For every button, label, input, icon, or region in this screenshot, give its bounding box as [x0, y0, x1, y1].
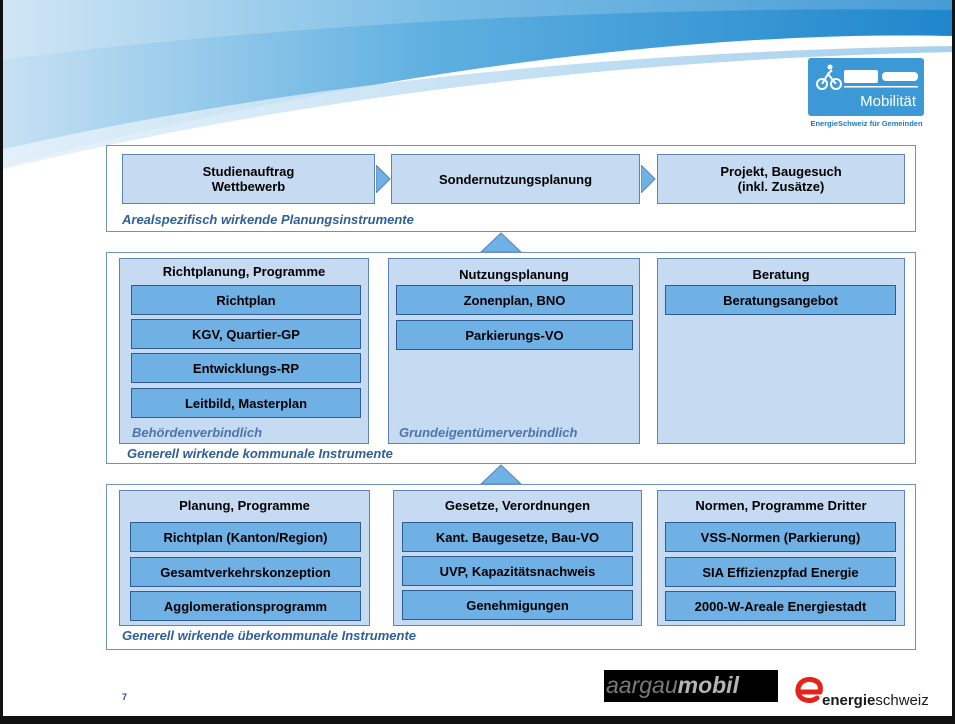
- group-title: Planung, Programme: [179, 498, 310, 513]
- item-parkierungs-vo: Parkierungs-VO: [396, 320, 633, 350]
- mobility-tagline: EnergieSchweiz für Gemeinden: [810, 119, 923, 128]
- energieschweiz-wordmark: energieschweiz: [822, 692, 929, 709]
- energieschweiz-e-icon: [795, 676, 823, 703]
- up-arrow-1-icon: [480, 232, 522, 253]
- item-richtplan: Richtplan: [131, 285, 361, 315]
- item-sia-effizienzpfad: SIA Effizienzpfad Energie: [665, 557, 896, 587]
- group-caption-grundeigentuemer: Grundeigentümerverbindlich: [399, 425, 578, 440]
- mobilitaet-logo: Mobilität: [808, 58, 924, 116]
- item-gesamtverkehrskonzeption: Gesamtverkehrskonzeption: [130, 557, 361, 587]
- item-uvp: UVP, Kapazitätsnachweis: [402, 556, 633, 586]
- group-caption-behoerden: Behördenverbindlich: [132, 425, 263, 440]
- item-richtplan-kanton: Richtplan (Kanton/Region): [130, 522, 361, 552]
- top-box-3: Projekt, Baugesuch (inkl. Zusätze): [657, 154, 905, 204]
- bottom-panel-caption: Generell wirkende überkommunale Instrume…: [122, 628, 417, 643]
- flow-arrow-1-icon: [376, 165, 391, 193]
- frame-right: [952, 0, 955, 724]
- item-leitbild: Leitbild, Masterplan: [131, 388, 361, 418]
- mobility-pictogram-icon: [816, 64, 918, 90]
- item-agglomerationsprogramm: Agglomerationsprogramm: [130, 591, 361, 621]
- group-title: Beratung: [752, 267, 810, 282]
- item-genehmigungen: Genehmigungen: [402, 590, 633, 620]
- item-vss-normen: VSS-Normen (Parkierung): [665, 522, 896, 552]
- middle-panel-caption: Generell wirkende kommunale Instrumente: [127, 446, 393, 461]
- frame-bottom: [0, 716, 955, 724]
- up-arrow-2-icon: [480, 464, 522, 485]
- top-box-2: Sondernutzungsplanung: [391, 154, 640, 204]
- group-title: Richtplanung, Programme: [162, 264, 326, 279]
- top-box-1: Studienauftrag Wettbewerb: [122, 154, 375, 204]
- item-kgv: KGV, Quartier-GP: [131, 319, 361, 349]
- item-baugesetze: Kant. Baugesetze, Bau-VO: [402, 522, 633, 552]
- item-beratungsangebot: Beratungsangebot: [665, 285, 896, 315]
- aargaumobil-logo: aargaumobil: [604, 670, 778, 702]
- item-entwicklungs-rp: Entwicklungs-RP: [131, 353, 361, 383]
- page-number: 7: [122, 692, 128, 702]
- aargaumobil-wordmark: aargaumobil: [606, 672, 739, 698]
- item-2000-w-areale: 2000-W-Areale Energiestadt: [665, 591, 896, 621]
- mobility-label: Mobilität: [860, 93, 916, 110]
- group-title: Nutzungsplanung: [459, 267, 569, 282]
- group-title: Gesetze, Verordnungen: [444, 498, 591, 513]
- group-title: Normen, Programme Dritter: [695, 498, 867, 513]
- header-swoosh: [0, 0, 955, 170]
- frame-left: [0, 0, 3, 724]
- top-panel-caption: Arealspezifisch wirkende Planungsinstrum…: [122, 212, 414, 227]
- flow-arrow-2-icon: [641, 165, 656, 193]
- item-zonenplan: Zonenplan, BNO: [396, 285, 633, 315]
